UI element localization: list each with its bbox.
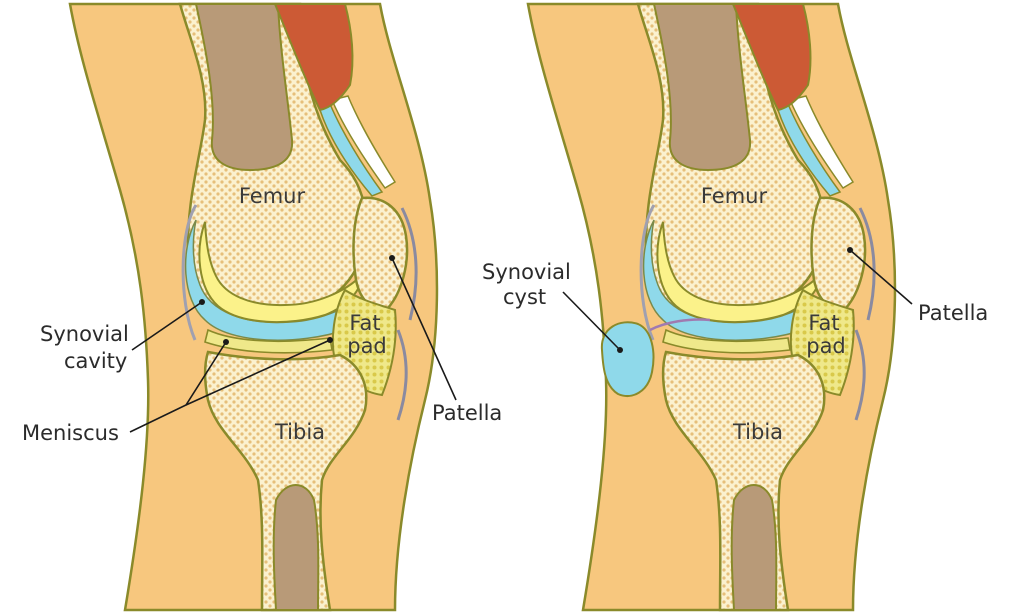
synovial-cavity-label-2: cavity: [64, 349, 127, 373]
synovial-cyst-shape: [600, 321, 655, 397]
synovial-cyst-label-2: cyst: [503, 285, 546, 309]
meniscus-leader-2: [185, 339, 331, 406]
meniscus-label: Meniscus: [22, 421, 119, 445]
right-femur-label: Femur: [701, 184, 768, 208]
right-fat-pad-label-1: Fat: [808, 311, 839, 335]
left-tibia-label: Tibia: [274, 420, 325, 444]
right-patella-label: Patella: [918, 301, 988, 325]
right-fat-pad-label-2: pad: [806, 334, 846, 358]
right-knee: [526, 2, 897, 612]
left-fat-pad-label-1: Fat: [349, 311, 380, 335]
left-patella-label: Patella: [432, 401, 502, 425]
synovial-cyst-leader: [562, 291, 621, 351]
left-fat-pad-label-2: pad: [347, 334, 387, 358]
synovial-cavity-label-1: Synovial: [40, 322, 129, 346]
left-knee: [68, 2, 439, 612]
left-patella-leader: [391, 257, 457, 401]
right-tibia-label: Tibia: [732, 420, 783, 444]
left-femur-label: Femur: [239, 184, 306, 208]
synovial-cavity-leader: [131, 301, 203, 351]
right-patella-leader: [849, 249, 913, 305]
synovial-cyst-label-1: Synovial: [482, 260, 571, 284]
